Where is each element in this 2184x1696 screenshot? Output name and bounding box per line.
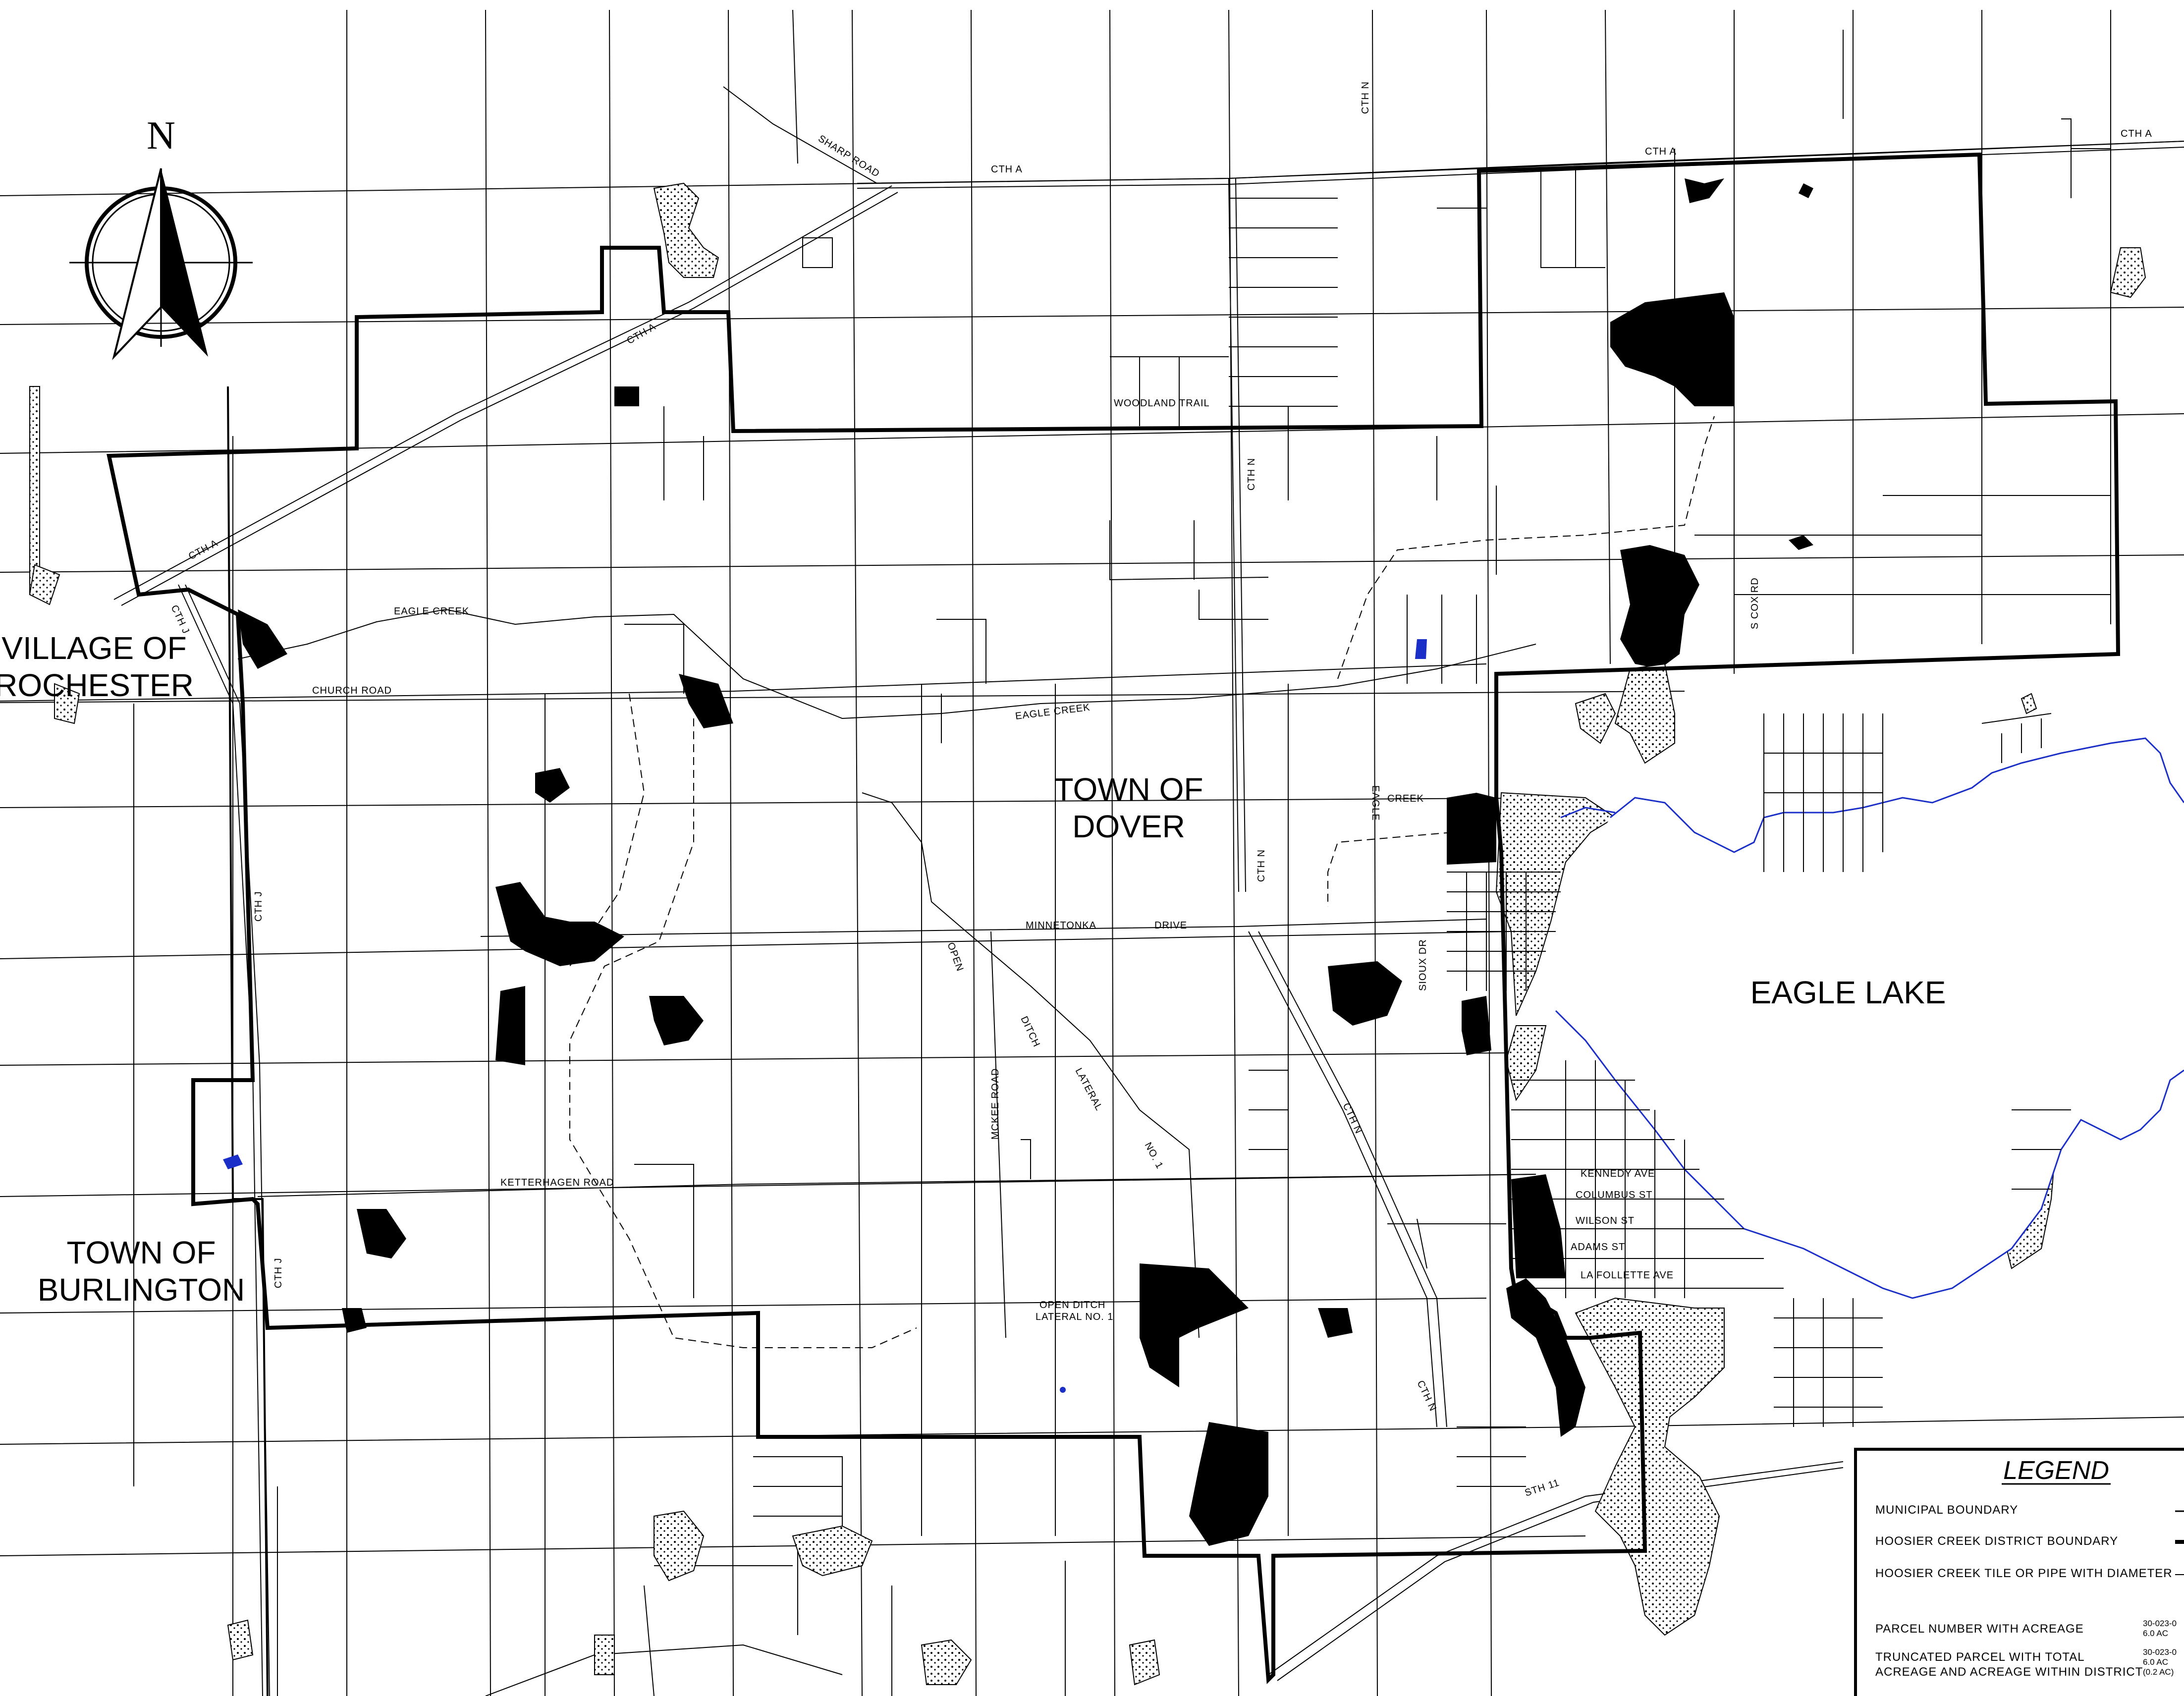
ketterhagen-road-label: KETTERHAGEN ROAD	[500, 1177, 614, 1188]
cth-n-lower-label: CTH N	[1256, 849, 1267, 882]
legend: LEGEND MUNICIPAL BOUNDARY HOOSIER CREEK …	[1854, 1448, 2184, 1696]
dover-label-line2: DOVER	[1072, 809, 1185, 844]
creek-label: CREEK	[1387, 793, 1424, 804]
legend-district-boundary: HOOSIER CREEK DISTRICT BOUNDARY	[1875, 1534, 2118, 1548]
drive-label: DRIVE	[1154, 920, 1187, 931]
sioux-dr-label: SIOUX DR	[1418, 939, 1428, 991]
cth-a-far-east-label: CTH A	[2121, 128, 2152, 139]
cth-a-top-label: CTH A	[991, 164, 1023, 175]
eagle-lake	[1555, 737, 2184, 1299]
district-boundary	[107, 152, 2121, 1684]
legend-sample-parcel-1: 30-023-0	[2143, 1619, 2177, 1628]
legend-sample-parcel-2: 30-023-0	[2143, 1647, 2177, 1657]
drainage	[237, 416, 1715, 1348]
kennedy-ave-label: KENNEDY AVE	[1581, 1168, 1655, 1179]
legend-parcel-number: PARCEL NUMBER WITH ACREAGE	[1875, 1622, 2084, 1636]
open-label: OPEN	[945, 941, 965, 973]
legend-truncated-parcel: TRUNCATED PARCEL WITH TOTAL	[1875, 1650, 2085, 1664]
cth-a-east-label: CTH A	[1645, 146, 1677, 157]
burlington-label-line2: BURLINGTON	[38, 1272, 245, 1308]
cth-n-diag1-label: CTH N	[1340, 1101, 1364, 1136]
municipal-boundary	[227, 386, 269, 1696]
rochester-label-line2: ROCHESTER	[0, 667, 194, 703]
minnetonka-label: MINNETONKA	[1026, 920, 1096, 931]
wilson-st-label: WILSON ST	[1576, 1215, 1635, 1226]
open-ditch-line2-label: LATERAL NO. 1	[1036, 1312, 1114, 1322]
no1-label: NO. 1	[1143, 1141, 1165, 1171]
cth-a-west-label: CTH A	[187, 538, 220, 562]
burlington-label-line1: TOWN OF	[67, 1235, 216, 1270]
church-road-label: CHURCH ROAD	[312, 685, 392, 696]
legend-sample-parcel-2-within: (0.2 AC)	[2143, 1667, 2174, 1677]
parcel-lines	[0, 9, 2184, 1696]
legend-sample-parcel-1-acres: 6.0 AC	[2143, 1629, 2168, 1638]
open-ditch-line1-label: OPEN DITCH	[1039, 1300, 1105, 1311]
woodland-trail-label: WOODLAND TRAIL	[1114, 398, 1210, 409]
eagle-lake-label: EAGLE LAKE	[1750, 975, 1946, 1010]
legend-tile-pipe: HOOSIER CREEK TILE OR PIPE WITH DIAMETER	[1875, 1567, 2173, 1580]
cth-j-low-label: CTH J	[273, 1258, 284, 1288]
roads	[0, 86, 2184, 1696]
sharp-road-label: SHARP ROAD	[816, 133, 881, 180]
columbus-st-label: COLUMBUS ST	[1576, 1190, 1652, 1201]
dover-label-line1: TOWN OF	[1054, 771, 1203, 807]
rochester-label-line1: VILLAGE OF	[1, 630, 186, 666]
adams-st-label: ADAMS ST	[1571, 1242, 1625, 1253]
lafollette-ave-label: LA FOLLETTE AVE	[1581, 1270, 1674, 1281]
wetlands	[238, 178, 1813, 1546]
stippled-areas	[29, 182, 2146, 1686]
north-arrow: N	[69, 114, 253, 360]
legend-sample-parcel-2-acres: 6.0 AC	[2143, 1657, 2168, 1667]
legend-acreage-within: ACREAGE AND ACREAGE WITHIN DISTRICT	[1875, 1665, 2143, 1679]
mckee-road-label: MCKEE ROAD	[990, 1068, 1001, 1140]
cth-j-mid-label: CTH J	[253, 891, 264, 922]
ponds	[223, 639, 1427, 1393]
legend-municipal-boundary: MUNICIPAL BOUNDARY	[1875, 1503, 2018, 1517]
cth-n-mid-label: CTH N	[1246, 458, 1257, 491]
eagle-vertical-label: EAGLE	[1370, 785, 1381, 821]
municipality-labels: VILLAGE OF ROCHESTER TOWN OF DOVER TOWN …	[0, 630, 1946, 1308]
north-label: N	[147, 114, 175, 158]
s-cox-rd-label: S COX RD	[1749, 577, 1760, 629]
cth-n-top-label: CTH N	[1360, 81, 1371, 114]
legend-title: LEGEND	[2003, 1456, 2109, 1485]
sth-11-label: STH 11	[1524, 1477, 1561, 1498]
eagle-creek-west-label: EAGLE CREEK	[394, 606, 469, 617]
lateral-label: LATERAL	[1073, 1066, 1105, 1113]
ditch-label: DITCH	[1018, 1015, 1042, 1049]
